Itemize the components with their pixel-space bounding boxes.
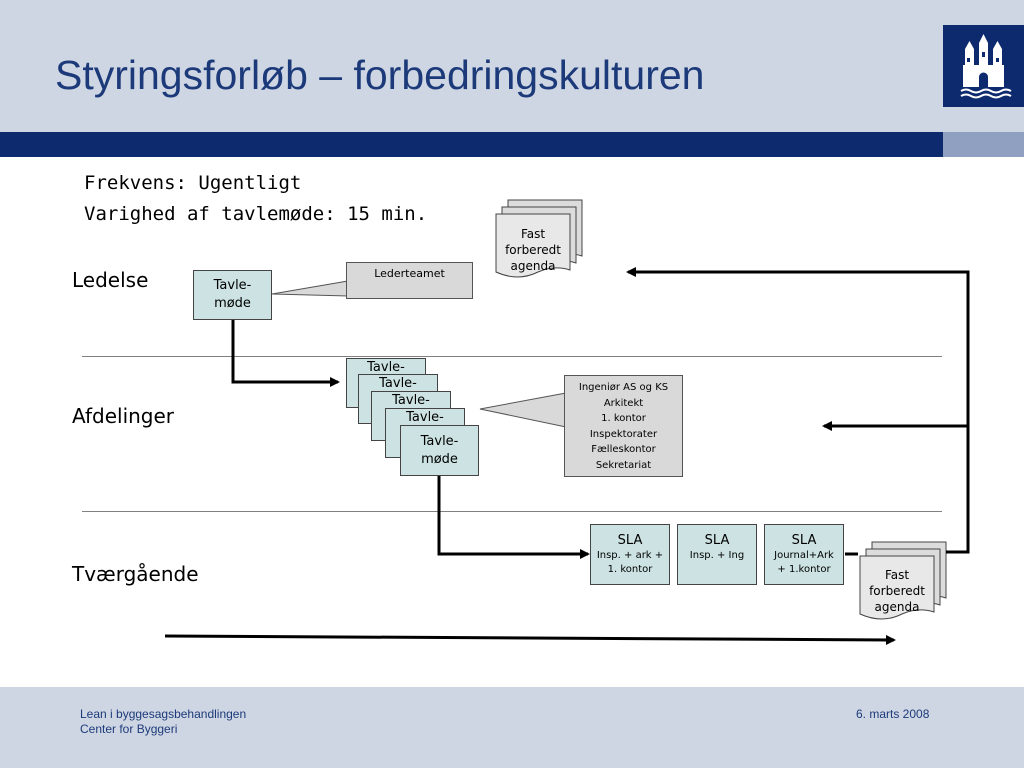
footer-line: Center for Byggeri [80, 722, 178, 736]
header-band [0, 0, 1024, 132]
sla-box: SLA Insp. + Ing [677, 524, 757, 585]
sla-subtitle: 1. kontor [607, 564, 653, 575]
agenda-line: forberedt [869, 584, 925, 598]
sla-title: SLA [704, 533, 730, 548]
callout-line: Fælleskontor [591, 444, 656, 455]
timeline-arrow [164, 634, 896, 645]
sla-box: SLA Journal+Ark + 1.kontor [764, 524, 844, 585]
sla-subtitle: Journal+Ark [774, 550, 834, 561]
callout-line: 1. kontor [601, 413, 646, 424]
footer-project-text: Lean i byggesagsbehandlingen Center for … [80, 707, 246, 737]
box-label-line: møde [214, 296, 251, 311]
agenda-line: agenda [874, 600, 920, 614]
sla-title: SLA [791, 533, 817, 548]
box-label-line: Tavle- [392, 393, 430, 408]
agenda-line: agenda [510, 259, 556, 273]
sla-title: SLA [617, 533, 643, 548]
lane-label-afdelinger: Afdelinger [72, 404, 175, 428]
agenda-line: Fast [884, 568, 910, 582]
callout-line: Ingeniør AS og KS [578, 382, 669, 393]
header-divider-band [0, 132, 943, 157]
sla-subtitle: Insp. + Ing [689, 550, 745, 561]
lane-label-ledelse: Ledelse [72, 268, 149, 292]
agenda-line: Fast [520, 227, 546, 241]
callout-text: Lederteamet [374, 267, 445, 280]
ledelse-tavlemoede-box: Tavle- møde [193, 270, 272, 320]
slide-title: Styringsforløb – forbedringskulturen [55, 52, 705, 98]
box-label-line: Tavle- [213, 278, 252, 293]
box-label-line: Tavle- [379, 376, 417, 391]
agenda-document-stack-bottom [859, 541, 947, 620]
agenda-text-top: Fast forberedt agenda [496, 226, 570, 274]
lane-label-tvaergaaende: Tværgående [72, 562, 199, 586]
castle-icon [960, 34, 1012, 99]
footer-date: 6. marts 2008 [856, 707, 930, 721]
connector-afdelinger-sla [437, 476, 590, 559]
footer-band [0, 687, 1024, 768]
sla-subtitle: + 1.kontor [777, 564, 831, 575]
box-label-line: Tavle- [367, 360, 405, 375]
callout-tail [271, 280, 349, 297]
lane-divider [82, 356, 942, 357]
agenda-text-bottom: Fast forberedt agenda [860, 567, 934, 615]
agenda-line: forberedt [505, 243, 561, 257]
callout-line: Inspektorater [589, 428, 658, 440]
frequency-text: Frekvens: Ugentligt [84, 172, 302, 194]
box-label-line: møde [421, 451, 458, 467]
callout-line: Sekretariat [595, 459, 652, 471]
box-label-line: Tavle- [420, 433, 459, 449]
box-label-line: Tavle- [406, 410, 444, 425]
sla-subtitle: Insp. + ark + [596, 550, 664, 561]
afdelinger-callout: Ingeniør AS og KS Arkitekt 1. kontor Ins… [564, 375, 683, 477]
sla-box: SLA Insp. + ark + 1. kontor [590, 524, 670, 585]
callout-line: Arkitekt [603, 397, 644, 409]
afdeling-tavlemoede-box-front: Tavle- møde [400, 425, 479, 476]
feedback-arrow-ledelse [626, 267, 970, 554]
footer-line: Lean i byggesagsbehandlingen [80, 707, 247, 721]
duration-text: Varighed af tavlemøde: 15 min. [84, 203, 428, 225]
agenda-document-stack-top [495, 199, 583, 278]
lane-divider [82, 511, 942, 512]
header-divider-accent [943, 132, 1024, 157]
connector-ledelse-afdelinger [231, 320, 340, 387]
callout-tail [479, 392, 567, 428]
lederteamet-callout: Lederteamet [346, 262, 473, 299]
city-crest-logo [943, 25, 1024, 107]
